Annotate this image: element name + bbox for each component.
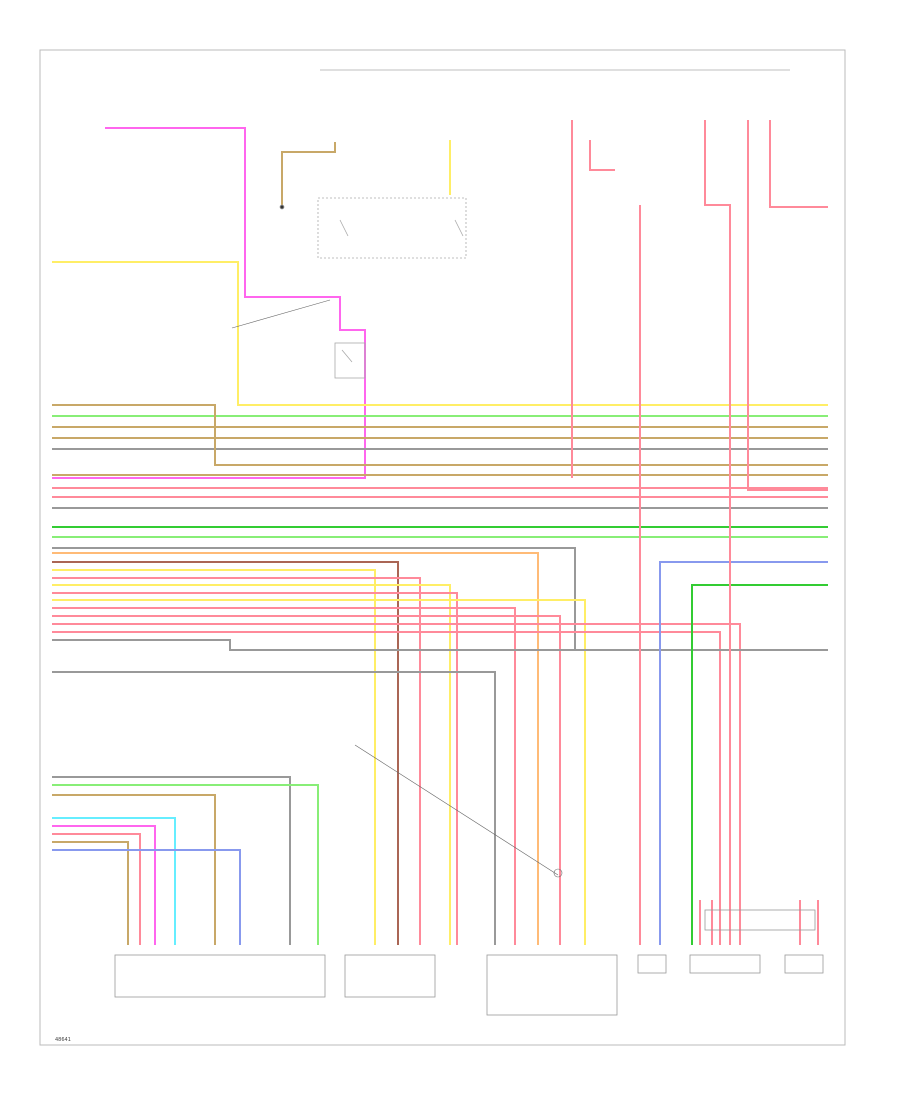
wire-pink-0 <box>52 127 366 479</box>
sensor-leader <box>231 299 563 878</box>
ecm-relay-box <box>317 197 467 259</box>
wire-group <box>52 120 828 945</box>
component-boxes <box>114 909 824 1016</box>
wire-gray-25 <box>52 639 828 651</box>
wire-pink-31 <box>52 825 156 945</box>
wire-tan-33 <box>52 841 129 945</box>
connector-b <box>689 954 761 974</box>
wire-tan-6 <box>52 404 828 466</box>
connector-bridge <box>704 909 816 931</box>
ignition-control-module <box>486 954 618 1016</box>
wire-red-23 <box>52 623 741 945</box>
wire-yellow-18 <box>52 584 451 945</box>
wire-red-21 <box>52 607 516 945</box>
wire-tan-44 <box>281 142 336 207</box>
wire-brown-15 <box>52 561 399 945</box>
wire-red-32 <box>52 833 141 945</box>
wire-yellow-16 <box>52 569 376 945</box>
powertrain-control-module <box>114 954 326 998</box>
wire-red-40 <box>704 120 731 945</box>
wire-orange-14 <box>52 552 539 945</box>
wire-red-38 <box>589 140 615 171</box>
fuel-pump-relay <box>334 342 366 379</box>
wire-dkgreen-36 <box>691 584 828 945</box>
wire-red-42 <box>769 120 828 208</box>
wire-red-22 <box>52 615 561 945</box>
connector-c <box>784 954 824 974</box>
wire-tan-29 <box>52 794 216 945</box>
fuse-block-area <box>279 69 790 379</box>
wire-green-28 <box>52 784 319 945</box>
distributor <box>344 954 436 998</box>
wire-yellow-1 <box>52 261 828 406</box>
wire-cyan-30 <box>52 817 176 945</box>
wire-red-17 <box>52 577 421 945</box>
wire-blue-35 <box>659 561 828 945</box>
wire-gray-26 <box>52 671 496 945</box>
figure-id: 48641 <box>55 1037 71 1043</box>
diagram-frame <box>39 49 846 1046</box>
wire-red-41 <box>747 120 828 491</box>
connector-a <box>637 954 667 974</box>
wire-gray-27 <box>52 776 291 945</box>
wire-red-24 <box>52 631 721 945</box>
wire-blue-34 <box>52 849 241 945</box>
wire-red-19 <box>52 592 458 945</box>
wire-yellow-20 <box>52 599 586 945</box>
